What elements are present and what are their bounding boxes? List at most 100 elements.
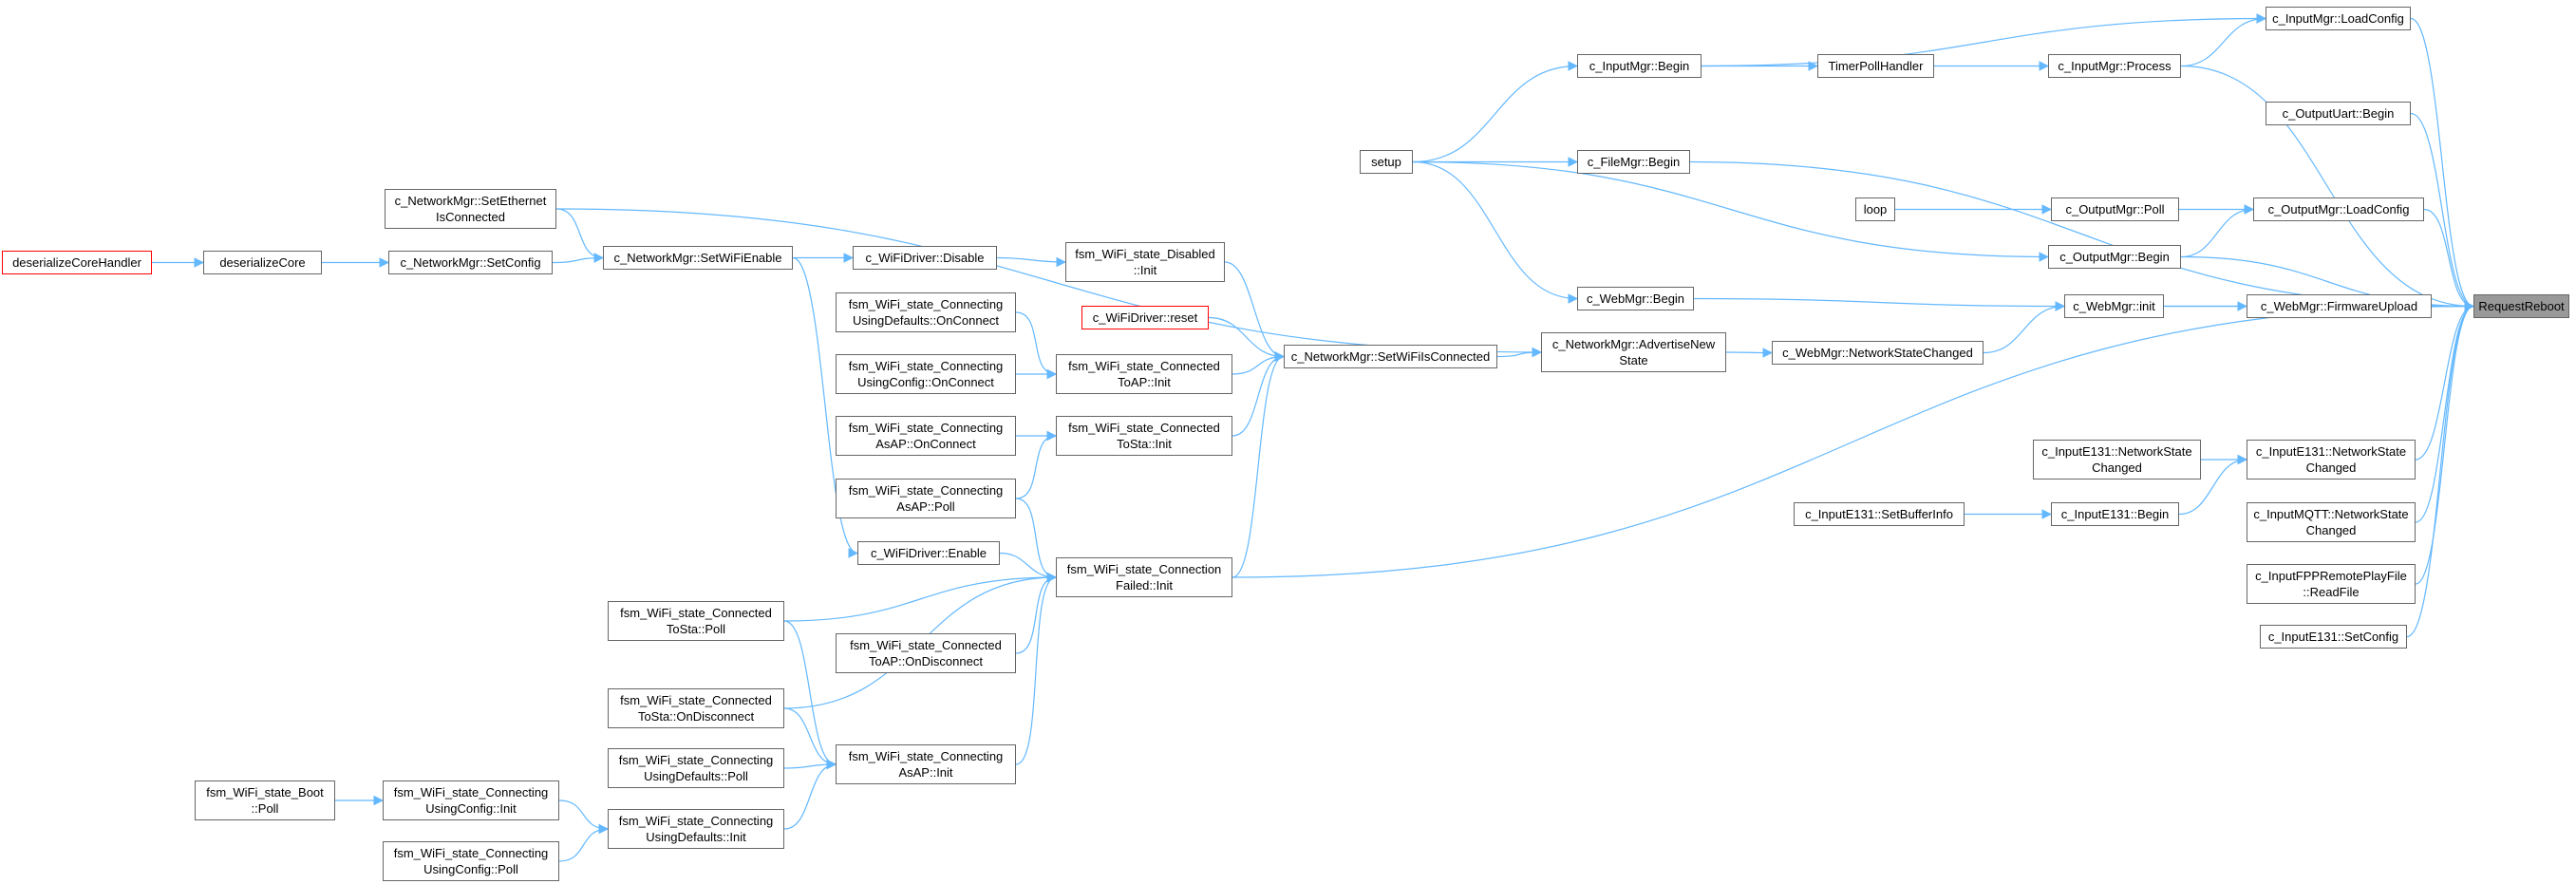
node-label-line: State — [1619, 353, 1648, 367]
edge-setup-to-web-mgr-begin — [1412, 160, 1579, 304]
edge-output-mgr-begin-to-output-mgr-load-config — [2180, 204, 2255, 258]
node-net-mgr-set-wi-fi-is-connected[interactable]: c_NetworkMgr::SetWiFiIsConnected — [1284, 345, 1497, 368]
node-label-line: deserializeCore — [219, 255, 306, 270]
node-label-line: c_WebMgr::NetworkStateChanged — [1782, 346, 1973, 360]
edge-fsm-connected-to-sta-init-to-net-mgr-set-wi-fi-is-connected — [1232, 351, 1286, 437]
node-label-line: Changed — [2305, 461, 2357, 475]
node-label-line: fsm_WiFi_state_Boot — [206, 785, 324, 799]
edge-setup-to-output-mgr-begin — [1412, 160, 2050, 262]
edge-fsm-conn-using-config-init-to-fsm-conn-using-defaults-init — [558, 799, 610, 835]
edge-wi-fi-driver-reset-to-net-mgr-set-wi-fi-is-connected — [1208, 316, 1286, 362]
edge-web-mgr-network-state-changed-to-web-mgr-init — [1983, 301, 2066, 354]
node-file-mgr-begin[interactable]: c_FileMgr::Begin — [1577, 150, 1690, 174]
node-input-e131-set-buffer-info[interactable]: c_InputE131::SetBufferInfo — [1794, 502, 1965, 526]
edge-fsm-connected-to-sta-poll-to-fsm-conn-as-apinit — [783, 620, 837, 770]
node-label-line: c_WiFiDriver::reset — [1092, 310, 1198, 325]
node-timer-poll-handler[interactable]: TimerPollHandler — [1817, 54, 1934, 78]
node-label-line: fsm_WiFi_state_Connecting — [848, 359, 1004, 373]
node-label-line: fsm_WiFi_state_Disabled — [1075, 247, 1215, 261]
node-label-line: c_OutputMgr::Poll — [2065, 202, 2165, 216]
node-fsm-boot-poll[interactable]: fsm_WiFi_state_Boot::Poll — [195, 781, 335, 820]
edge-input-e131-begin-to-input-e131-network-state-changed-b — [2178, 454, 2248, 516]
node-label-line: AsAP::Poll — [896, 499, 955, 514]
node-web-mgr-network-state-changed[interactable]: c_WebMgr::NetworkStateChanged — [1772, 341, 1984, 365]
node-input-fppread-file[interactable]: c_InputFPPRemotePlayFile::ReadFile — [2247, 564, 2416, 604]
node-label-line: fsm_WiFi_state_Connected — [620, 693, 772, 707]
node-label-line: UsingDefaults::Init — [646, 830, 746, 844]
node-input-e131-begin[interactable]: c_InputE131::Begin — [2051, 502, 2179, 526]
node-label-line: fsm_WiFi_state_Connecting — [848, 297, 1004, 311]
node-label-line: ToAP::OnDisconnect — [869, 654, 983, 668]
node-label-line: fsm_WiFi_state_Connecting — [393, 846, 549, 860]
node-output-uart-begin[interactable]: c_OutputUart::Begin — [2266, 102, 2411, 125]
node-output-mgr-begin[interactable]: c_OutputMgr::Begin — [2048, 245, 2181, 269]
node-input-e131-set-config[interactable]: c_InputE131::SetConfig — [2260, 625, 2407, 649]
node-label-line: c_NetworkMgr::SetWiFiIsConnected — [1290, 349, 1491, 364]
node-web-mgr-init[interactable]: c_WebMgr::init — [2064, 294, 2164, 318]
node-label-line: fsm_WiFi_state_Connecting — [393, 785, 549, 799]
node-label-line: fsm_WiFi_state_Connected — [850, 638, 1002, 652]
node-label-line: fsm_WiFi_state_Connected — [620, 606, 772, 620]
node-label-line: ToSta::OnDisconnect — [637, 709, 755, 724]
node-label-line: UsingConfig::Init — [425, 801, 517, 816]
node-wi-fi-driver-enable[interactable]: c_WiFiDriver::Enable — [857, 541, 1000, 565]
edge-net-mgr-set-ethernet-to-net-mgr-set-wi-fi-enable — [555, 208, 605, 263]
node-label-line: ::Poll — [251, 801, 279, 816]
edge-fsm-conn-using-config-poll-to-fsm-conn-using-defaults-init — [558, 823, 610, 862]
node-request-reboot[interactable]: RequestReboot — [2473, 294, 2569, 318]
edge-fsm-disabled-init-to-net-mgr-set-wi-fi-is-connected — [1224, 261, 1286, 362]
node-label-line: c_InputFPPRemotePlayFile — [2255, 569, 2407, 583]
node-setup[interactable]: setup — [1360, 150, 1413, 174]
edge-output-uart-begin-to-request-reboot — [2410, 112, 2475, 311]
edge-net-mgr-set-wi-fi-is-connected-to-net-mgr-advertise — [1496, 347, 1543, 358]
node-label-line: c_WiFiDriver::Disable — [865, 251, 985, 265]
edge-net-mgr-advertise-to-web-mgr-network-state-changed — [1725, 348, 1774, 358]
node-wi-fi-driver-disable[interactable]: c_WiFiDriver::Disable — [853, 246, 997, 270]
node-output-mgr-poll[interactable]: c_OutputMgr::Poll — [2051, 197, 2179, 221]
node-label-line: UsingDefaults::Poll — [644, 769, 748, 783]
node-input-mgr-begin[interactable]: c_InputMgr::Begin — [1577, 54, 1702, 78]
node-fsm-disabled-init[interactable]: fsm_WiFi_state_Disabled::Init — [1065, 242, 1225, 282]
node-label-line: c_OutputMgr::LoadConfig — [2267, 202, 2410, 216]
node-label-line: fsm_WiFi_state_Connection — [1066, 562, 1222, 576]
edge-fsm-conn-as-appoll-to-fsm-connected-to-sta-init — [1015, 430, 1058, 499]
node-output-mgr-load-config[interactable]: c_OutputMgr::LoadConfig — [2253, 197, 2424, 221]
node-net-mgr-set-config[interactable]: c_NetworkMgr::SetConfig — [388, 251, 553, 274]
node-label-line: RequestReboot — [2478, 299, 2565, 313]
node-label-line: UsingDefaults::OnConnect — [853, 313, 999, 328]
node-net-mgr-set-wi-fi-enable[interactable]: c_NetworkMgr::SetWiFiEnable — [603, 246, 793, 270]
node-web-mgr-begin[interactable]: c_WebMgr::Begin — [1577, 287, 1694, 310]
node-label-line: TimerPollHandler — [1828, 59, 1924, 73]
node-web-mgr-firmware-upload[interactable]: c_WebMgr::FirmwareUpload — [2247, 294, 2432, 318]
node-label-line: Changed — [2305, 523, 2357, 537]
edge-input-mgr-begin-to-input-mgr-load-config — [1701, 13, 2267, 67]
node-loop[interactable]: loop — [1855, 197, 1895, 221]
edge-wi-fi-driver-disable-to-fsm-disabled-init — [996, 256, 1067, 268]
node-deserialize-core[interactable]: deserializeCore — [203, 251, 322, 274]
node-deserialize-core-handler[interactable]: deserializeCoreHandler — [2, 251, 152, 274]
node-wi-fi-driver-reset[interactable]: c_WiFiDriver::reset — [1081, 306, 1209, 329]
node-input-mgr-process[interactable]: c_InputMgr::Process — [2048, 54, 2181, 78]
node-input-mgr-load-config[interactable]: c_InputMgr::LoadConfig — [2266, 7, 2411, 30]
node-label-line: c_OutputUart::Begin — [2282, 106, 2395, 121]
